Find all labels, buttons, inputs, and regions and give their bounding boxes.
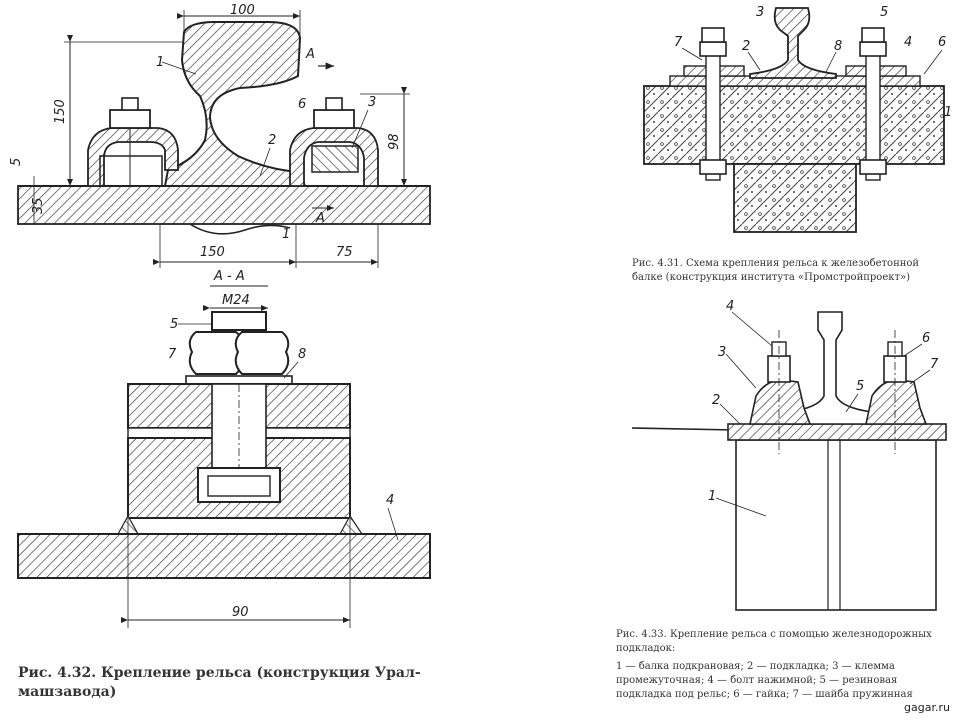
fig33-label-3: 3 — [718, 345, 726, 360]
fig31-label-7: 7 — [674, 35, 683, 50]
fig31-label-4: 4 — [904, 35, 912, 50]
fig32-right-nut — [313, 109, 355, 129]
fig31-concrete-beam — [643, 85, 945, 165]
watermark: gagar.ru — [904, 701, 950, 714]
fig33-label-2: 2 — [712, 393, 720, 408]
fig32-section-aa: A - A M24 90 5 7 — [17, 269, 431, 628]
fig31-label-1: 1 — [944, 105, 952, 120]
fig31-caption: Рис. 4.31. Схема крепления рельса к желе… — [632, 258, 920, 283]
fig33-legend: 1 — балка подкрановая; 2 — подкладка; 3 … — [616, 661, 913, 700]
dim-98: 98 — [387, 133, 402, 150]
dim-5: 5 — [9, 158, 24, 166]
fig32-label-1: 1 — [156, 55, 164, 70]
fig31-rail — [749, 7, 837, 79]
section-aa-label: A - A — [213, 269, 245, 284]
fig32-label-8: 8 — [298, 347, 306, 362]
fig33-diagram: 4 3 2 1 6 7 5 — [631, 299, 947, 611]
fig32-beam-flange — [17, 533, 431, 579]
fig32-label-1b: 1 — [282, 227, 290, 242]
fig33-label-5: 5 — [856, 379, 864, 394]
fig32-base-plate — [17, 185, 431, 225]
fig31-label-2: 2 — [742, 39, 750, 54]
fig32-label-2: 2 — [268, 133, 276, 148]
fig33-label-4: 4 — [726, 299, 734, 314]
fig31-label-8: 8 — [834, 39, 842, 54]
dim-150-horizontal: 150 — [200, 245, 225, 260]
fig32-label-7: 7 — [168, 347, 177, 362]
fig31-diagram: 3 5 7 2 8 4 6 1 — [643, 5, 952, 233]
dim-75: 75 — [336, 245, 353, 260]
fig32-label-5: 5 — [170, 317, 178, 332]
fig32-label-3: 3 — [368, 95, 376, 110]
fig31-label-3: 3 — [756, 5, 764, 20]
dim-100: 100 — [230, 3, 255, 18]
dim-90: 90 — [232, 605, 249, 620]
fig32-label-6: 6 — [298, 97, 306, 112]
fig32-rail — [163, 21, 307, 187]
cut-a-bottom: A — [315, 211, 325, 226]
fig32-top-view: 100 150 98 5 35 150 75 A A 1 2 3 6 1 — [9, 3, 431, 268]
fig33-caption: Рис. 4.33. Крепление рельса с помощью же… — [616, 629, 932, 654]
dim-150-vertical: 150 — [53, 99, 68, 124]
fig33-crane-beam — [735, 439, 937, 611]
fig32-left-clamp — [87, 127, 179, 187]
fig32-caption: Рис. 4.32. Крепление рельса (конструкция… — [18, 665, 421, 700]
cut-a-top: A — [305, 47, 315, 62]
fig32-left-nut — [109, 109, 151, 129]
fig31-label-5: 5 — [880, 5, 888, 20]
dim-35: 35 — [31, 197, 46, 214]
fig31-label-6: 6 — [938, 35, 946, 50]
fig33-label-1: 1 — [708, 489, 716, 504]
fig33-label-6: 6 — [922, 331, 930, 346]
fig32-right-clamp — [289, 127, 379, 187]
fig33-label-7: 7 — [930, 357, 939, 372]
fig32-label-4: 4 — [386, 493, 394, 508]
dim-m24: M24 — [222, 293, 250, 308]
